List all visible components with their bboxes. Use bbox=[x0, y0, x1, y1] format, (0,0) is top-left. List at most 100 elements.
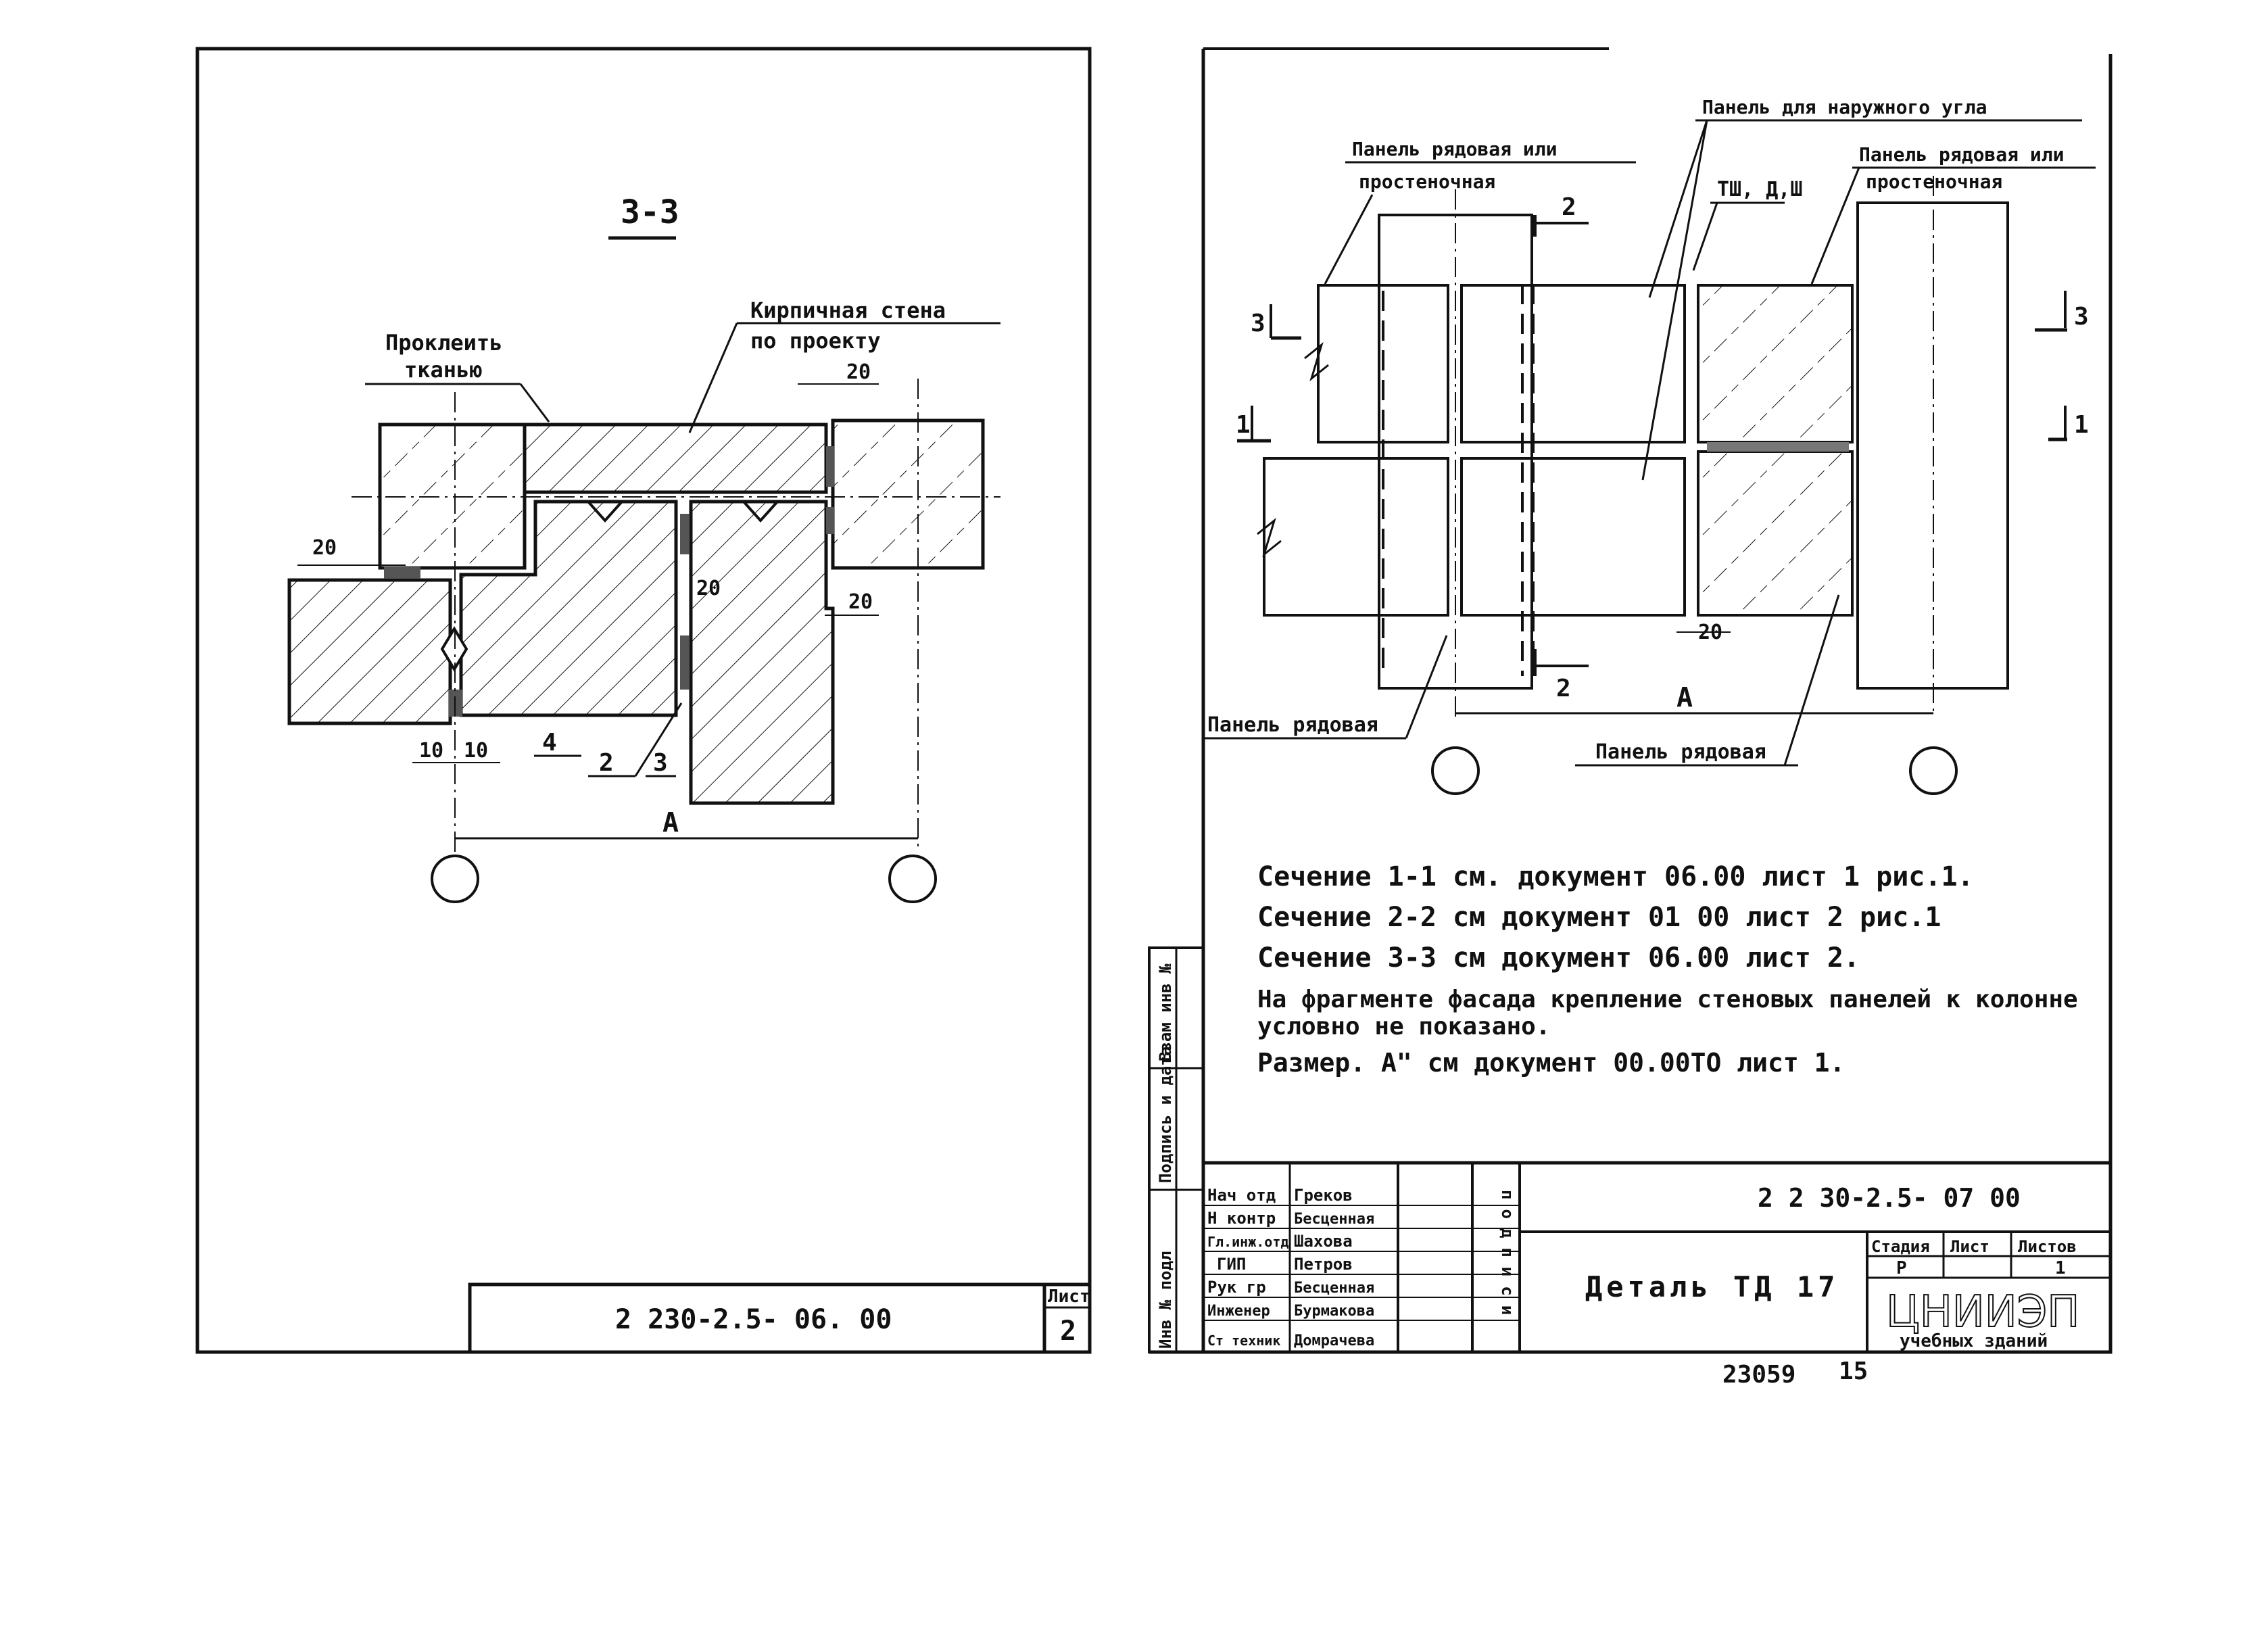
tb-role-3: Гл.инж.отд bbox=[1207, 1234, 1288, 1250]
left-stamp bbox=[468, 1282, 1092, 1354]
tb-title: Деталь ТД 17 bbox=[1585, 1270, 1839, 1303]
tb-role-2: Н контр bbox=[1207, 1209, 1276, 1228]
axis-bubble-right-sheet-right bbox=[1909, 746, 1958, 795]
label-glue-2: тканью bbox=[404, 357, 483, 383]
sealant-e bbox=[826, 507, 834, 534]
tb-role-7: Ст техник bbox=[1207, 1332, 1280, 1349]
label-ordinary-bottom-left: Панель рядовая bbox=[1207, 713, 1378, 737]
axis-bubble-left bbox=[431, 855, 479, 903]
title-block-frame bbox=[1201, 1161, 2113, 1354]
groove-2 bbox=[742, 500, 779, 523]
tb-sheets-header: Листов bbox=[2018, 1237, 2077, 1256]
note-5: условно не показано. bbox=[1257, 1013, 1550, 1040]
tb-stage-value: Р bbox=[1896, 1258, 1907, 1278]
sealant-d bbox=[826, 446, 834, 487]
tb-signature-column: подписи bbox=[1498, 1190, 1517, 1324]
leader-corner-2 bbox=[1641, 120, 1708, 481]
callout-4: 4 bbox=[542, 729, 557, 756]
side-stamp-inv: Инв № подл bbox=[1156, 1251, 1175, 1349]
notes-block: Сечение 1-1 см. документ 06.00 лист 1 ри… bbox=[1257, 861, 2078, 1078]
tb-org-subtitle: учебных зданий bbox=[1900, 1331, 2048, 1351]
dim-20-top: 20 bbox=[846, 360, 871, 384]
wall-section bbox=[287, 418, 985, 805]
tb-code: 2 2 30-2.5- 07 00 bbox=[1758, 1183, 2021, 1213]
side-stamp: Инв № подл Подпись и дата Взам инв № bbox=[1148, 946, 1205, 1353]
tb-role-1: Нач отд bbox=[1207, 1186, 1276, 1205]
cut-1-left: 1 bbox=[1236, 411, 1251, 439]
dim-20-left: 20 bbox=[312, 536, 337, 560]
wall-block-right bbox=[831, 418, 985, 570]
sealant-b bbox=[680, 514, 690, 554]
dim-20-mid: 20 bbox=[696, 577, 721, 600]
side-stamp-replace: Взам инв № bbox=[1156, 963, 1175, 1061]
tb-name-5: Бесценная bbox=[1294, 1280, 1374, 1297]
leader-obl bbox=[1405, 635, 1448, 739]
panel-upper-middle bbox=[1460, 284, 1686, 443]
axis-bubble-right bbox=[888, 855, 937, 903]
axis-bubble-right-sheet-left bbox=[1431, 746, 1480, 795]
tb-name-7: Домрачева bbox=[1294, 1332, 1374, 1349]
note-3: Сечение 3-3 см документ 06.00 лист 2. bbox=[1257, 942, 1860, 974]
sealant-a bbox=[384, 567, 420, 579]
dim-A-right: A bbox=[1676, 682, 1693, 713]
label-glue-1: Проклеить bbox=[385, 330, 502, 356]
right-sheet: Панель рядовая или простеночная Панель д… bbox=[1148, 47, 2113, 1389]
leader-corner-1 bbox=[1648, 120, 1708, 298]
leader-otl bbox=[1324, 194, 1374, 285]
joint-sealant-horizontal bbox=[1707, 442, 1849, 452]
panel-lower-middle bbox=[1460, 457, 1686, 617]
dim-10-left: 10 bbox=[419, 739, 443, 763]
dim-A: A bbox=[662, 807, 679, 838]
tb-name-2: Бесценная bbox=[1294, 1211, 1374, 1228]
cut-3-left: 3 bbox=[1251, 310, 1265, 337]
tb-role-5: Рук гр bbox=[1207, 1278, 1266, 1297]
panel-corner-lower bbox=[1697, 450, 1854, 617]
tb-name-3: Шахова bbox=[1294, 1232, 1353, 1251]
groove-1 bbox=[587, 500, 623, 523]
bottom-number: 23059 bbox=[1722, 1361, 1795, 1389]
tb-sheets-value: 1 bbox=[2055, 1258, 2066, 1278]
tb-name-4: Петров bbox=[1294, 1255, 1353, 1274]
left-stamp-sheet-label: Лист bbox=[1048, 1287, 1090, 1307]
left-stamp-code: 2 230-2.5- 06. 00 bbox=[615, 1304, 892, 1335]
tb-role-4: ГИП bbox=[1217, 1255, 1246, 1274]
left-stamp-sheet-number: 2 bbox=[1060, 1316, 1076, 1347]
break-mark-2 bbox=[1257, 517, 1282, 558]
note-6: Размер. А" см документ 00.00ТО лист 1. bbox=[1257, 1048, 1845, 1078]
note-2: Сечение 2-2 см документ 01 00 лист 2 рис… bbox=[1257, 902, 1941, 933]
tb-row-lines bbox=[1203, 1205, 1520, 1321]
cut-2-top: 2 bbox=[1562, 193, 1576, 221]
left-sheet: 3-3 Кирпичная стена по проекту Проклеить… bbox=[195, 47, 1092, 1354]
label-ordinary-top-right-1: Панель рядовая или bbox=[1859, 143, 2064, 166]
callout-2: 2 bbox=[599, 749, 614, 777]
cut-1-right: 1 bbox=[2074, 411, 2089, 439]
cut-3-right: 3 bbox=[2074, 303, 2089, 331]
leader-tsh bbox=[1692, 202, 1718, 271]
note-1: Сечение 1-1 см. документ 06.00 лист 1 ри… bbox=[1257, 861, 1974, 892]
section-title: 3-3 bbox=[621, 193, 679, 231]
cut-2-bottom: 2 bbox=[1556, 675, 1571, 702]
label-ordinary-bottom-right: Панель рядовая bbox=[1595, 740, 1766, 764]
label-tsh: ТШ, Д,Ш bbox=[1717, 178, 1802, 201]
dim-10-right: 10 bbox=[464, 739, 488, 763]
wall-block-top-band bbox=[523, 423, 828, 494]
column-section bbox=[689, 500, 835, 805]
callout-2-leader bbox=[634, 702, 683, 777]
tb-name-1: Греков bbox=[1294, 1186, 1353, 1205]
ordinary-panel-left bbox=[287, 578, 452, 725]
dim-20-right: 20 bbox=[848, 590, 873, 614]
callout-3: 3 bbox=[653, 749, 668, 777]
leader-brick-diag bbox=[688, 322, 738, 433]
panel-corner-upper bbox=[1697, 284, 1854, 443]
sealant-c bbox=[680, 635, 690, 690]
tb-sheet-header: Лист bbox=[1950, 1237, 1989, 1256]
label-ordinary-top-left-1: Панель рядовая или bbox=[1352, 138, 1557, 160]
panel-lower-left bbox=[1263, 457, 1449, 617]
leader-obr bbox=[1783, 594, 1840, 766]
label-corner: Панель для наружного угла bbox=[1702, 96, 1987, 118]
break-mark-1 bbox=[1304, 341, 1329, 382]
leader-otr bbox=[1810, 167, 1860, 285]
bottom-page: 15 bbox=[1839, 1357, 1868, 1385]
label-ordinary-top-right-2: простеночная bbox=[1866, 170, 2002, 193]
